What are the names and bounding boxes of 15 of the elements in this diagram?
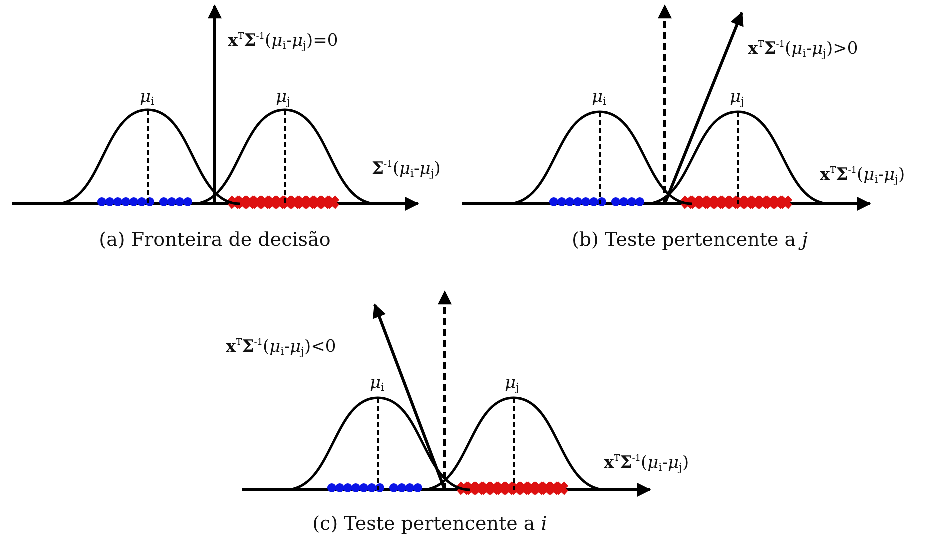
math-label: μ$_{i}$ (370, 374, 385, 394)
math-label: x$^{T}$Σ$^{-1}$(μ$_{i}$-μ$_{j}$) (820, 166, 906, 186)
math-label: x$^{T}$Σ$^{-1}$(μ$_{i}$-μ$_{j}$) (604, 454, 690, 474)
panel-caption: (c) Teste pertencente a i (312, 514, 548, 535)
math-label: μ$_{j}$ (276, 88, 290, 108)
math-label: Σ$^{-1}$(μ$_{i}$-μ$_{j}$) (372, 160, 441, 180)
panel-caption: (a) Fronteira de decisão (99, 230, 331, 251)
math-label: x$^{T}$Σ$^{-1}$(μ$_{i}$-μ$_{j}$)=0 (228, 32, 338, 52)
math-label: x$^{T}$Σ$^{-1}$(μ$_{i}$-μ$_{j}$)>0 (748, 40, 858, 60)
math-label: μ$_{j}$ (505, 374, 520, 394)
math-label: x$^{T}$Σ$^{-1}$(μ$_{i}$-μ$_{j}$)<0 (226, 338, 336, 358)
panel-caption: (b) Teste pertencente a j (572, 230, 808, 251)
math-label: μ$_{i}$ (592, 88, 607, 108)
math-label: μ$_{j}$ (730, 88, 744, 108)
math-label: μ$_{i}$ (140, 88, 155, 108)
